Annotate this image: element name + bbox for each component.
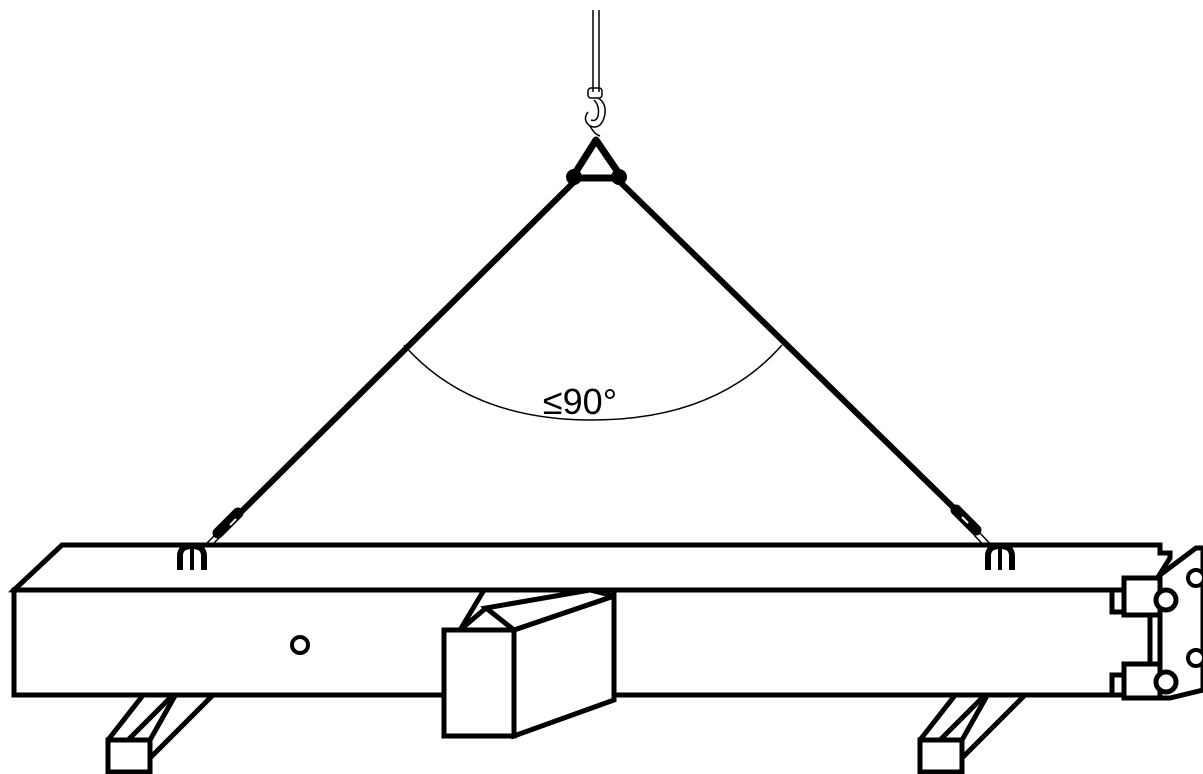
left-support-leg [105,691,221,774]
beam-right-front [611,587,1153,698]
right-lifting-lug-icon [985,542,1015,570]
left-sling [196,175,581,557]
right-sling [613,175,997,555]
left-lifting-lug-icon [177,542,207,570]
angle-arc [403,344,783,421]
mounting-hole-icon [290,635,310,655]
right-support-leg [917,691,1033,774]
crane-hook-icon [584,87,606,137]
beam-left-front [11,587,489,698]
crane-cable [592,10,600,92]
angle-label: ≤90° [543,381,617,422]
coupling-block [441,587,623,740]
beam-end-fitting [1109,545,1203,701]
